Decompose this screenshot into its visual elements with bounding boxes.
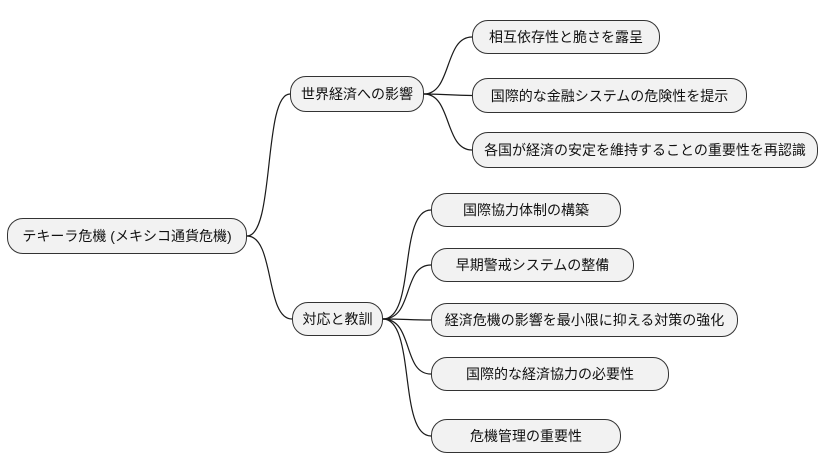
- mindmap-node-label: テキーラ危機 (メキシコ通貨危機): [22, 228, 232, 244]
- connector-line: [246, 93, 291, 237]
- mindmap-node-leaf: 各国が経済の安定を維持することの重要性を再認識: [472, 132, 818, 168]
- connector-line: [423, 93, 473, 151]
- mindmap-node-label: 国際的な経済協力の必要性: [466, 366, 634, 382]
- mindmap-node-label: 経済危機の影響を最小限に抑える対策の強化: [444, 312, 725, 328]
- connector-line: [423, 93, 473, 97]
- mindmap-node-label: 相互依存性と脆さを露呈: [489, 29, 643, 45]
- mindmap-node-leaf: 早期警戒システムの整備: [431, 248, 634, 282]
- connector-line: [382, 318, 432, 437]
- mindmap-node-leaf: 危機管理の重要性: [431, 419, 621, 453]
- connector-line: [246, 235, 293, 320]
- mindmap-node-leaf: 国際協力体制の構築: [431, 193, 621, 227]
- mindmap-node-leaf: 国際的な経済協力の必要性: [431, 357, 669, 391]
- connector-line: [382, 264, 432, 320]
- mindmap-node-leaf: 相互依存性と脆さを露呈: [472, 20, 660, 54]
- mindmap-node-branch-impact: 世界経済への影響: [290, 76, 424, 112]
- connector-line: [423, 36, 473, 95]
- mindmap-node-branch-lessons: 対応と教訓: [292, 302, 383, 336]
- mindmap-node-label: 国際的な金融システムの危険性を提示: [490, 87, 729, 104]
- mindmap-node-label: 国際協力体制の構築: [463, 202, 589, 218]
- mindmap-node-label: 対応と教訓: [302, 311, 373, 327]
- mindmap-node-label: 危機管理の重要性: [470, 428, 582, 444]
- connector-line: [382, 209, 432, 320]
- connector-line: [382, 318, 432, 375]
- mindmap-node-root: テキーラ危機 (メキシコ通貨危機): [7, 218, 247, 254]
- mindmap-node-label: 各国が経済の安定を維持することの重要性を再認識: [484, 142, 806, 158]
- mindmap-node-label: 早期警戒システムの整備: [455, 257, 610, 273]
- mindmap-node-leaf: 経済危機の影響を最小限に抑える対策の強化: [431, 303, 738, 337]
- mindmap-node-label: 世界経済への影響: [301, 86, 413, 102]
- mindmap-node-leaf: 国際的な金融システムの危険性を提示: [472, 78, 747, 113]
